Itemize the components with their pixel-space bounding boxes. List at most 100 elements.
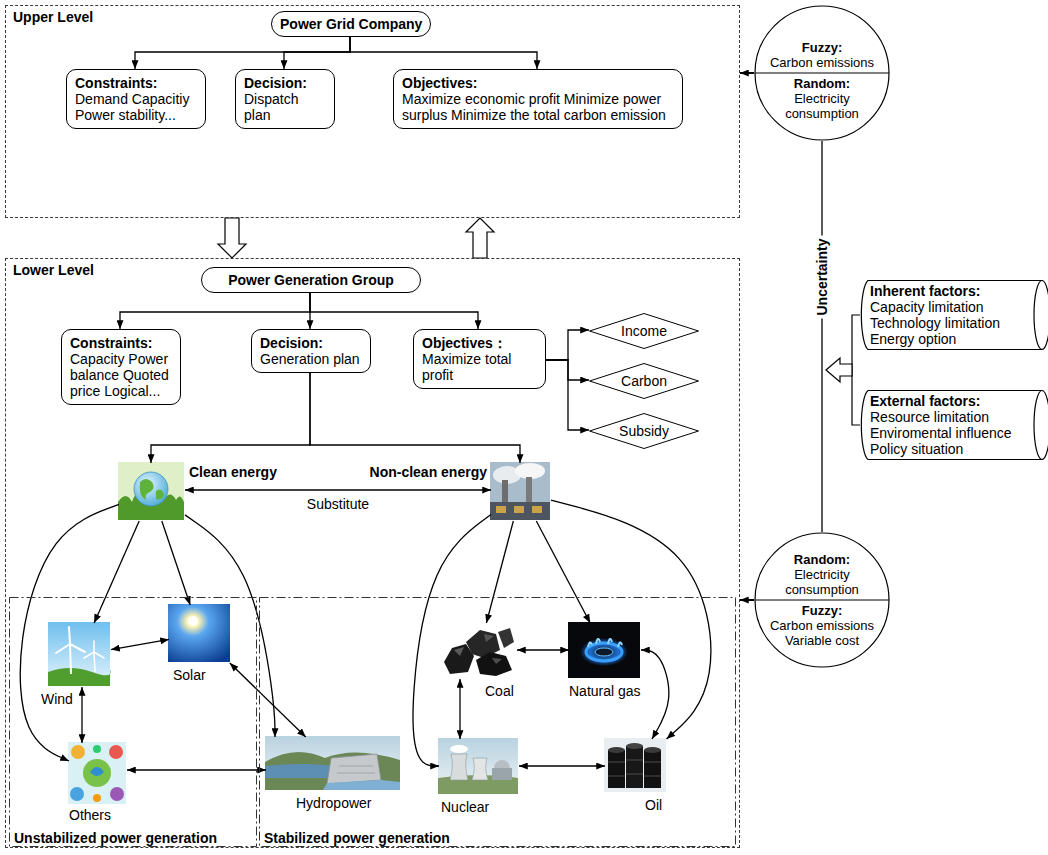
constraint-box: Constraints:Capacity Power balance Quote… [61, 329, 181, 405]
box-heading: Objectives： [422, 335, 537, 351]
region-title: Unstabilized power generation [14, 830, 217, 846]
box-heading: Constraints: [75, 75, 197, 91]
uncertainty-kind: Fuzzy: [763, 40, 881, 55]
decision-box: Decision:Dispatch plan [235, 69, 335, 129]
edge-label-holder: Substitute [304, 496, 372, 512]
diamond-label: Subsidy [619, 423, 669, 439]
energy-picture: Oil [605, 739, 667, 793]
actor-name: Power Grid Company [280, 16, 422, 32]
box-body: Generation plan [260, 351, 362, 367]
panel-title: Lower Level [13, 262, 94, 278]
uncertainty-circle: Fuzzy:Carbon emissionsRandom:Electricity… [754, 5, 890, 141]
box-body: Dispatch plan [244, 91, 326, 123]
uncertainty-item: Carbon emissions [763, 55, 881, 70]
connector-line [127, 769, 266, 770]
caption-holder: Wind [41, 691, 73, 707]
objective-box: Objectives：Maximize total profit [413, 329, 546, 389]
factor-list: Resource limitation Enviromental influen… [870, 409, 1030, 457]
actor-pill: Power Generation Group [201, 267, 421, 293]
connector-line [517, 649, 569, 650]
picture-caption: Hydropower [296, 795, 371, 811]
energy-picture: Non-clean energy [491, 463, 551, 521]
uncertainty-circle: Random:Electricity consumptionFuzzy:Carb… [754, 532, 890, 668]
factor-bracket [852, 315, 860, 425]
caption-holder: Unstabilized power generation [14, 830, 217, 846]
group-region: Unstabilized power generation Wind SolarOt… [9, 597, 257, 847]
shape-outline [9, 597, 257, 847]
energy-picture: Natural gas [569, 623, 641, 679]
uncertainty-kind: Random: [763, 552, 881, 567]
connector-line [413, 514, 491, 766]
connector-line [111, 639, 169, 649]
natural-gas-picture [568, 622, 640, 678]
circle-text-group: Fuzzy:Carbon emissions Variable cost [754, 603, 890, 648]
connector-line [162, 521, 190, 605]
hydropower-picture [265, 736, 400, 790]
circle-text-group: Random:Electricity consumption [754, 76, 890, 121]
group-region: Stabilized power generation Hydropower Coa… [259, 597, 736, 847]
connector-line [459, 679, 460, 739]
connector-line [536, 521, 590, 623]
region-title: Stabilized power generation [264, 830, 450, 846]
energy-picture: Clean energy [119, 463, 185, 521]
picture-caption: Nuclear [441, 799, 489, 815]
box-body: Capacity Power balance Quoted price Logi… [70, 351, 172, 399]
circle-text-group: Fuzzy:Carbon emissions [754, 40, 890, 70]
uncertainty-kind: Fuzzy: [763, 603, 881, 618]
diamond-label: Carbon [621, 373, 667, 389]
picture-caption: Oil [645, 797, 662, 813]
factor-heading: External factors: [870, 393, 1030, 409]
connector-line [310, 293, 478, 329]
caption-holder: Others [69, 807, 111, 823]
factor-list: Capacity limitation Technology limitatio… [870, 299, 1030, 347]
box-heading: Decision: [244, 75, 326, 91]
caption-holder: Hydropower [296, 795, 371, 811]
connector-line [135, 37, 350, 69]
edge-label: Substitute [304, 496, 372, 512]
connector-line [350, 37, 537, 69]
level-panel: Lower Level Power Generation GroupConstra… [5, 258, 740, 848]
connector-line [185, 489, 491, 490]
picture-caption: Clean energy [189, 464, 277, 480]
connector-line [740, 599, 754, 601]
diamond-label: Income [621, 323, 667, 339]
connector-line [641, 650, 669, 739]
factor-heading: Inherent factors: [870, 283, 1030, 299]
constraint-box: Constraints:Demand Capacitiy Power stabi… [66, 69, 206, 129]
connector-line [94, 521, 139, 623]
factor-cylinder: External factors:Resource limitation Env… [860, 390, 1048, 460]
box-body: Maximize total profit [422, 351, 537, 383]
connector-line [20, 504, 119, 761]
connector-line [486, 521, 513, 623]
connector-line [821, 141, 822, 532]
energy-picture: Nuclear [439, 739, 519, 795]
objective-diamond: Income [589, 313, 699, 349]
clean-energy-picture [118, 462, 184, 520]
objective-diamond: Carbon [589, 363, 699, 399]
caption-holder: Clean energy [189, 464, 277, 480]
connector-line [185, 515, 275, 737]
solar-picture [168, 604, 230, 662]
picture-caption: Non-clean energy [370, 464, 487, 480]
caption-holder: Coal [485, 683, 514, 699]
actor-pill: Power Grid Company [271, 11, 431, 37]
edge-label: Uncertainty [814, 235, 830, 318]
coal-picture [440, 622, 516, 678]
picture-caption: Natural gas [569, 683, 641, 699]
decision-box: Decision:Generation plan [251, 329, 371, 373]
caption-holder: Solar [173, 667, 206, 683]
objective-box: Objectives:Maximize economic profit Mini… [393, 69, 683, 129]
circle-text-group: Random:Electricity consumption [754, 552, 890, 597]
box-body: Maximize economic profit Minimize power … [402, 91, 674, 123]
caption-holder: Stabilized power generation [264, 830, 450, 846]
box-heading: Constraints: [70, 335, 172, 351]
uncertainty-item: Electricity consumption [763, 567, 881, 597]
caption-holder: Oil [645, 797, 662, 813]
energy-picture: Solar [169, 605, 231, 663]
objective-diamond: Subsidy [589, 413, 699, 449]
caption-holder: Nuclear [441, 799, 489, 815]
connector-line [519, 765, 605, 766]
box-heading: Objectives: [402, 75, 674, 91]
